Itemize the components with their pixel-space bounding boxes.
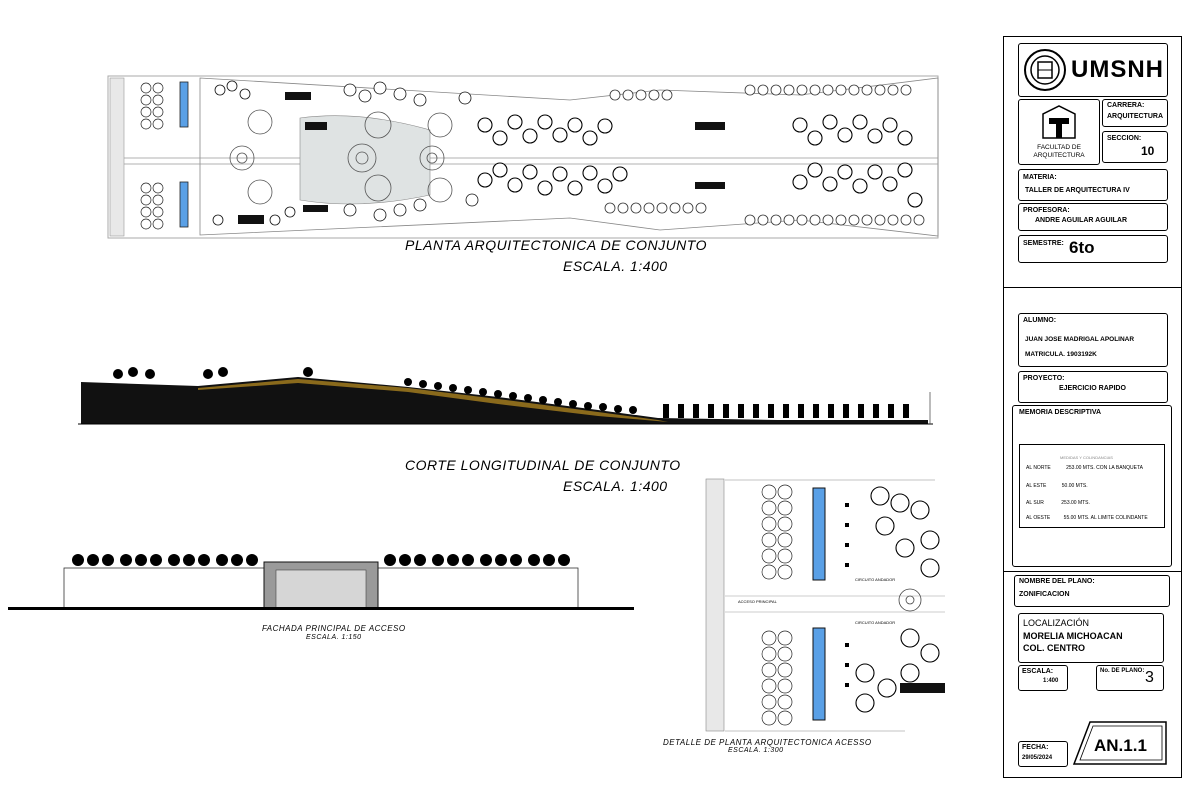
university-seal-icon xyxy=(1024,49,1066,91)
alumno-label: ALUMNO: xyxy=(1023,317,1057,324)
detail-label-circuit-b: CIRCUITO ANDADOR xyxy=(855,620,896,625)
memoria-label: MEMORIA DESCRIPTIVA xyxy=(1019,409,1102,416)
logo-box: UMSNH xyxy=(1018,43,1168,97)
memoria-side: AL OESTE xyxy=(1026,515,1051,521)
memoria-header: MEDIDAS Y COLINDANCIAS xyxy=(1060,455,1113,460)
main-facade-drawing xyxy=(8,554,634,610)
memoria-value: 253.00 MTS. xyxy=(1061,500,1090,506)
facade-scale: ESCALA. 1:150 xyxy=(306,634,362,641)
no-plano-box: No. DE PLANO: 3 xyxy=(1096,665,1164,691)
sheet-code-frame xyxy=(1072,721,1167,765)
title-block: UMSNH FACULTAD DE ARQUITECTURA CARRERA: … xyxy=(1003,36,1182,778)
faculty-box: FACULTAD DE ARQUITECTURA xyxy=(1018,99,1100,165)
escala-box: ESCALA: 1:400 xyxy=(1018,665,1068,691)
section-title: CORTE LONGITUDINAL DE CONJUNTO xyxy=(405,457,681,473)
materia-value: TALLER DE ARQUITECTURA IV xyxy=(1025,187,1130,194)
profesora-box: PROFESORA: ANDRE AGUILAR AGUILAR xyxy=(1018,203,1168,231)
proyecto-value: EJERCICIO RAPIDO xyxy=(1059,385,1126,392)
faculty-name: FACULTAD DE ARQUITECTURA xyxy=(1033,144,1085,159)
memoria-value: 55.00 MTS. AL LIMITE COLINDANTE xyxy=(1063,515,1148,521)
materia-label: MATERIA: xyxy=(1023,174,1057,181)
nombre-plano-value: ZONIFICACION xyxy=(1019,591,1070,598)
carrera-box: CARRERA: ARQUITECTURA xyxy=(1102,99,1168,127)
no-plano-value: 3 xyxy=(1145,669,1154,686)
semestre-value: 6to xyxy=(1069,238,1095,257)
localizacion-box: LOCALIZACIÓN MORELIA MICHOACAN COL. CENT… xyxy=(1018,613,1164,663)
memoria-box: MEMORIA DESCRIPTIVA MEDIDAS Y COLINDANCI… xyxy=(1012,405,1172,567)
matricula: MATRICULA. 1903192K xyxy=(1025,351,1097,358)
semestre-box: SEMESTRE: 6to xyxy=(1018,235,1168,263)
facade-title: FACHADA PRINCIPAL DE ACCESO xyxy=(262,624,406,633)
longitudinal-section-drawing xyxy=(78,367,933,425)
semestre-label: SEMESTRE: xyxy=(1023,240,1064,247)
sheet-code: AN.1.1 xyxy=(1094,736,1147,755)
plan-title: PLANTA ARQUITECTONICA DE CONJUNTO xyxy=(405,237,707,253)
memoria-row: AL NORTE 253.00 MTS. CON LA BANQUETA xyxy=(1026,465,1143,471)
escala-value: 1:400 xyxy=(1043,678,1059,684)
seccion-label: SECCION: xyxy=(1107,135,1142,142)
memoria-value: 50.00 MTS. xyxy=(1061,483,1088,489)
escala-label: ESCALA: xyxy=(1022,668,1054,675)
memoria-row: AL SUR 253.00 MTS. xyxy=(1026,500,1090,506)
faculty-logo-icon xyxy=(1042,105,1076,139)
memoria-value: 253.00 MTS. CON LA BANQUETA xyxy=(1066,465,1144,471)
seccion-value: 10 xyxy=(1141,144,1155,158)
fecha-value: 29/05/2024 xyxy=(1022,755,1053,761)
localizacion-line2: COL. CENTRO xyxy=(1023,643,1085,653)
detail-title: DETALLE DE PLANTA ARQUITECTONICA ACESSO xyxy=(663,738,872,747)
memoria-row: AL OESTE 55.00 MTS. AL LIMITE COLINDANTE xyxy=(1026,515,1148,521)
profesora-label: PROFESORA: xyxy=(1023,207,1070,214)
memoria-table: MEDIDAS Y COLINDANCIAS AL NORTE 253.00 M… xyxy=(1019,444,1165,528)
localizacion-label: LOCALIZACIÓN xyxy=(1023,618,1090,628)
access-detail-drawing xyxy=(705,478,945,732)
nombre-plano-label: NOMBRE DEL PLANO: xyxy=(1019,578,1095,585)
plan-scale: ESCALA. 1:400 xyxy=(563,258,668,274)
materia-box: MATERIA: TALLER DE ARQUITECTURA IV xyxy=(1018,169,1168,201)
alumno-name: JUAN JOSE MADRIGAL APOLINAR xyxy=(1025,336,1135,343)
no-plano-label: No. DE PLANO: xyxy=(1100,668,1145,674)
localizacion-line1: MORELIA MICHOACAN xyxy=(1023,631,1123,641)
alumno-box: ALUMNO: JUAN JOSE MADRIGAL APOLINAR MATR… xyxy=(1018,313,1168,367)
proyecto-label: PROYECTO: xyxy=(1023,375,1065,382)
fecha-box: FECHA: 29/05/2024 xyxy=(1018,741,1068,767)
memoria-row: AL ESTE 50.00 MTS. xyxy=(1026,483,1088,489)
fecha-label: FECHA: xyxy=(1022,744,1049,751)
carrera-value: ARQUITECTURA xyxy=(1107,113,1163,120)
detail-scale: ESCALA. 1:300 xyxy=(728,747,784,754)
logo-text: UMSNH xyxy=(1071,56,1164,83)
profesora-value: ANDRE AGUILAR AGUILAR xyxy=(1035,217,1128,224)
memoria-side: AL NORTE xyxy=(1026,465,1051,471)
carrera-label: CARRERA: xyxy=(1107,102,1145,109)
memoria-side: AL SUR xyxy=(1026,500,1044,506)
detail-label-access: ACCESO PRINCIPAL xyxy=(738,599,777,604)
nombre-plano-box: NOMBRE DEL PLANO: ZONIFICACION xyxy=(1014,575,1170,607)
site-plan-drawing xyxy=(107,75,939,239)
memoria-side: AL ESTE xyxy=(1026,483,1047,489)
seccion-box: SECCION: 10 xyxy=(1102,131,1168,163)
proyecto-box: PROYECTO: EJERCICIO RAPIDO xyxy=(1018,371,1168,403)
section-scale: ESCALA. 1:400 xyxy=(563,478,668,494)
detail-label-circuit-a: CIRCUITO ANDADOR xyxy=(855,577,896,582)
